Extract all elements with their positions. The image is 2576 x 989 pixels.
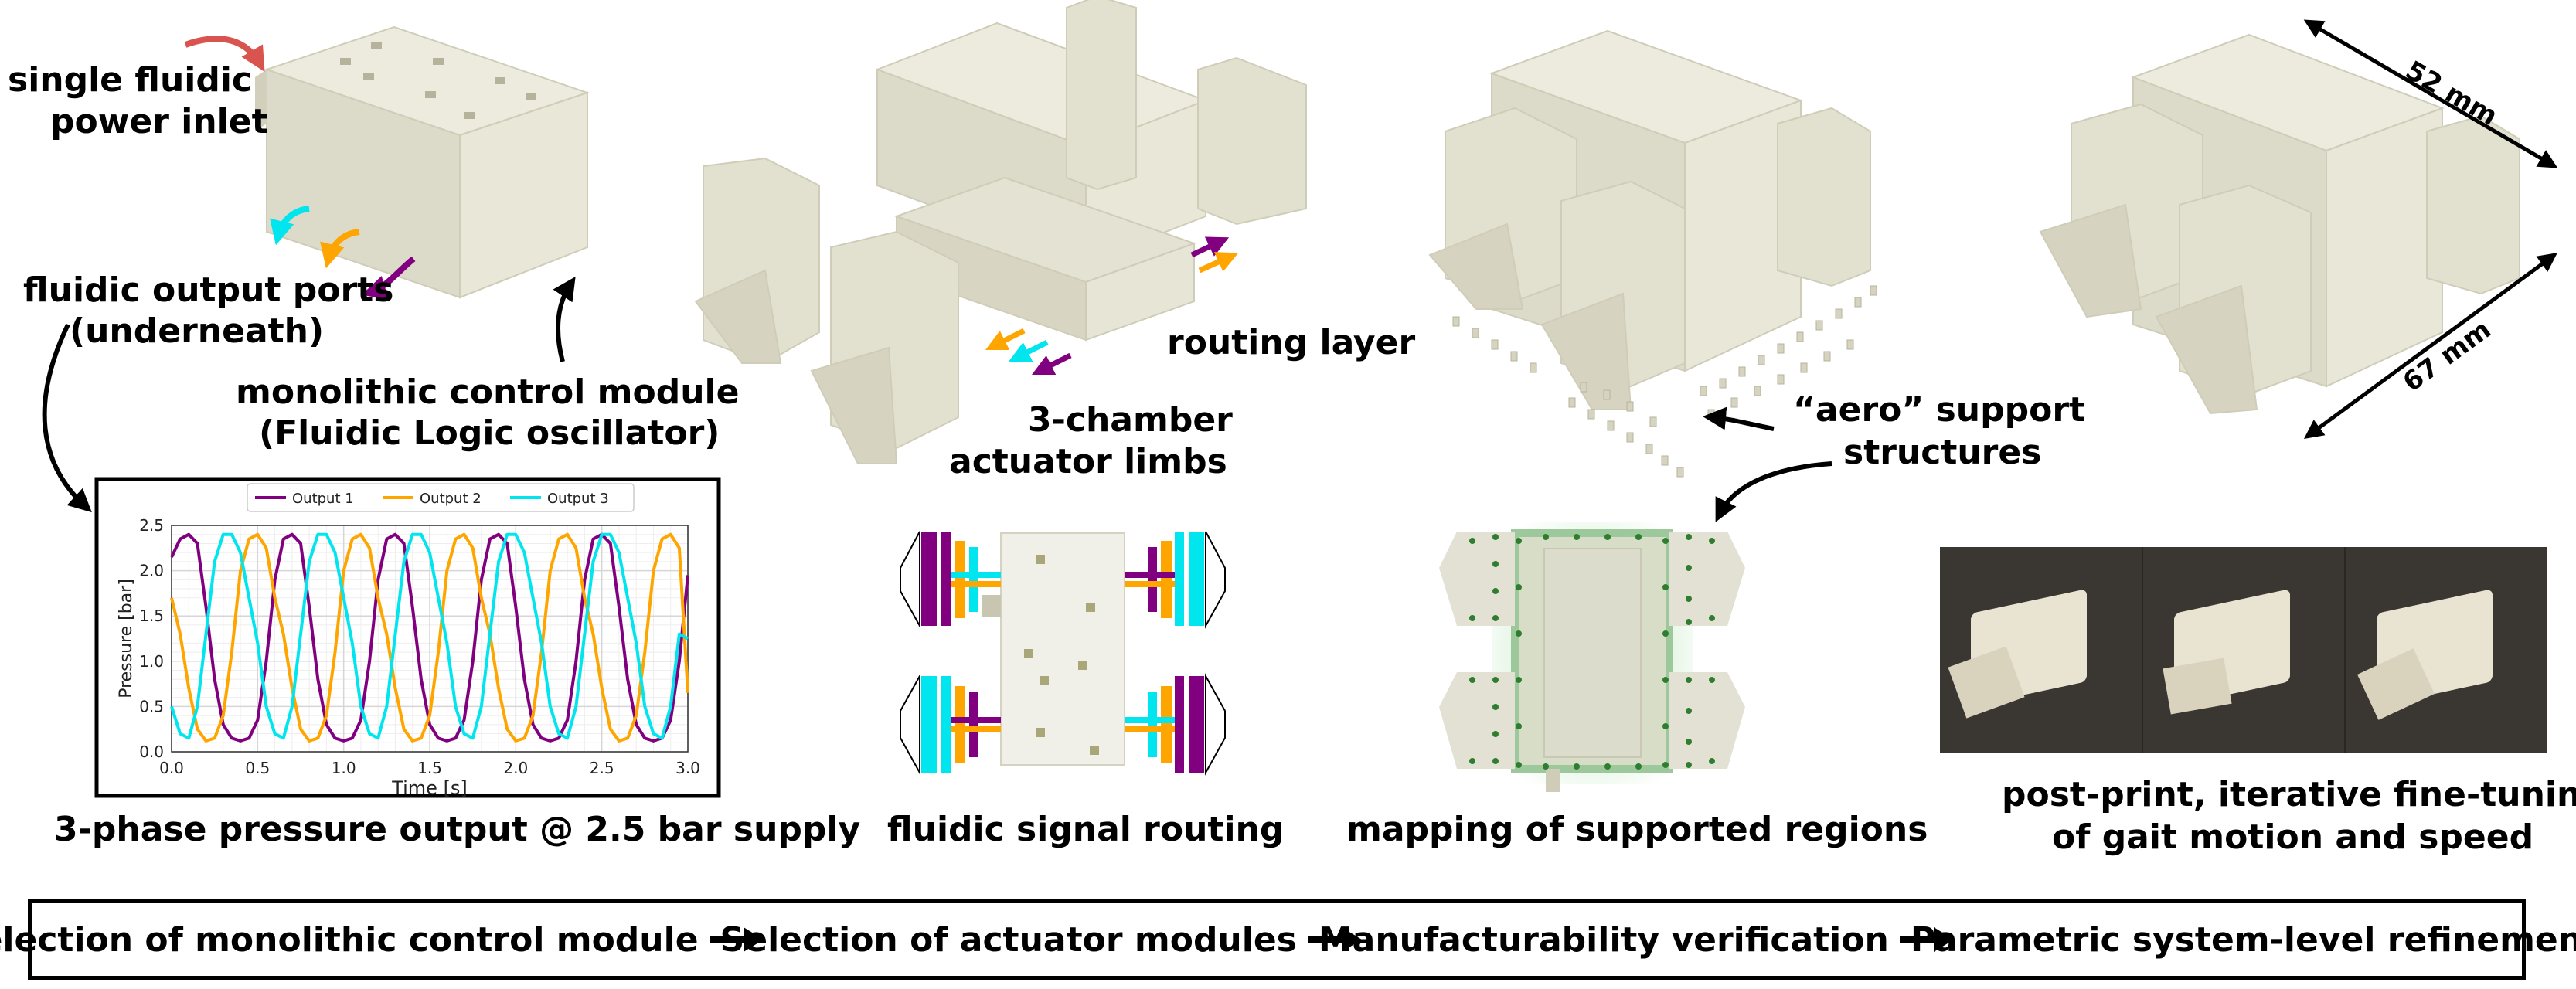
x-tick-label: 1.5 bbox=[417, 759, 442, 777]
label-module-1: monolithic control module bbox=[236, 372, 739, 412]
inlet-arrow bbox=[184, 36, 265, 73]
dimension-52mm-arrow bbox=[2303, 19, 2558, 168]
gait-photo-strip bbox=[1940, 547, 2547, 753]
legend-label: Output 2 bbox=[420, 491, 482, 507]
legend-label: Output 1 bbox=[292, 491, 354, 507]
dimension-67mm-arrow bbox=[2303, 253, 2558, 439]
port-arrow-purple bbox=[361, 256, 416, 300]
workflow-step-3: Manufacturability verification bbox=[1318, 919, 1889, 960]
module-pointer-arrow bbox=[553, 277, 576, 362]
caption-post-2: of gait motion and speed bbox=[2052, 817, 2533, 857]
control-module-render bbox=[255, 25, 590, 299]
support-structures-render bbox=[1428, 29, 1877, 478]
y-tick-label: 1.0 bbox=[139, 652, 164, 671]
gait-photo-1 bbox=[1940, 547, 2143, 753]
label-routing-layer: routing layer bbox=[1167, 323, 1415, 362]
port-arrow-orange bbox=[320, 229, 360, 269]
y-tick-label: 2.0 bbox=[139, 562, 164, 580]
label-limbs-1: 3-chamber bbox=[1028, 400, 1233, 440]
y-tick-label: 1.5 bbox=[139, 607, 164, 625]
x-tick-label: 1.0 bbox=[332, 759, 356, 777]
y-tick-label: 0.5 bbox=[139, 697, 164, 715]
x-tick-label: 0.0 bbox=[159, 759, 184, 777]
caption-mapping: mapping of supported regions bbox=[1346, 810, 1928, 849]
x-tick-label: 2.5 bbox=[590, 759, 614, 777]
label-inlet-2: power inlet bbox=[50, 102, 268, 141]
label-limbs-2: actuator limbs bbox=[949, 442, 1227, 481]
gait-photo-3 bbox=[2346, 547, 2547, 753]
x-tick-label: 3.0 bbox=[675, 759, 700, 777]
label-inlet-1: single fluidic bbox=[8, 60, 252, 100]
label-module-2: (Fluidic Logic oscillator) bbox=[259, 413, 720, 453]
series-line bbox=[170, 532, 689, 743]
workflow-bar: Selection of monolithic control module S… bbox=[0, 899, 2576, 980]
workflow-step-4: Parametric system-level refinement bbox=[1910, 919, 2576, 960]
x-tick-label: 2.0 bbox=[503, 759, 528, 777]
port-arrow-cyan bbox=[270, 206, 310, 246]
label-aero-1: “aero” support bbox=[1793, 390, 2085, 430]
y-tick-label: 2.5 bbox=[139, 516, 164, 535]
label-ports-2: (underneath) bbox=[70, 311, 324, 351]
caption-routing: fluidic signal routing bbox=[887, 810, 1284, 849]
caption-pressure: 3-phase pressure output @ 2.5 bar supply bbox=[54, 810, 860, 849]
chart-frame bbox=[94, 477, 721, 798]
label-ports-1: fluidic output ports bbox=[23, 270, 393, 310]
legend-box bbox=[247, 483, 635, 512]
label-aero-2: structures bbox=[1843, 433, 2041, 472]
exploded-assembly-render bbox=[694, 0, 1307, 464]
gait-photo-2 bbox=[2143, 547, 2346, 753]
caption-post-1: post-print, iterative fine-tuning bbox=[2002, 775, 2576, 814]
x-axis-label: Time [s] bbox=[391, 777, 468, 799]
support-mapping-schematic bbox=[1439, 522, 1745, 792]
workflow-step-2: Selection of actuator modules bbox=[720, 919, 1297, 960]
series-line bbox=[170, 532, 689, 740]
routing-schematic bbox=[900, 531, 1226, 776]
y-axis-label: Pressure [bar] bbox=[117, 579, 136, 698]
pressure-chart: 0.0 0.5 1.0 1.5 2.0 2.5 3.0 0.0 0.5 1.0 1.5 2.0 2.5T… bbox=[117, 483, 700, 799]
x-tick-label: 0.5 bbox=[245, 759, 270, 777]
legend-label: Output 3 bbox=[547, 491, 609, 507]
ports-to-chart-arrow bbox=[42, 323, 92, 513]
y-tick-label: 0.0 bbox=[139, 743, 164, 761]
workflow-step-1: Selection of monolithic control module bbox=[0, 919, 699, 960]
